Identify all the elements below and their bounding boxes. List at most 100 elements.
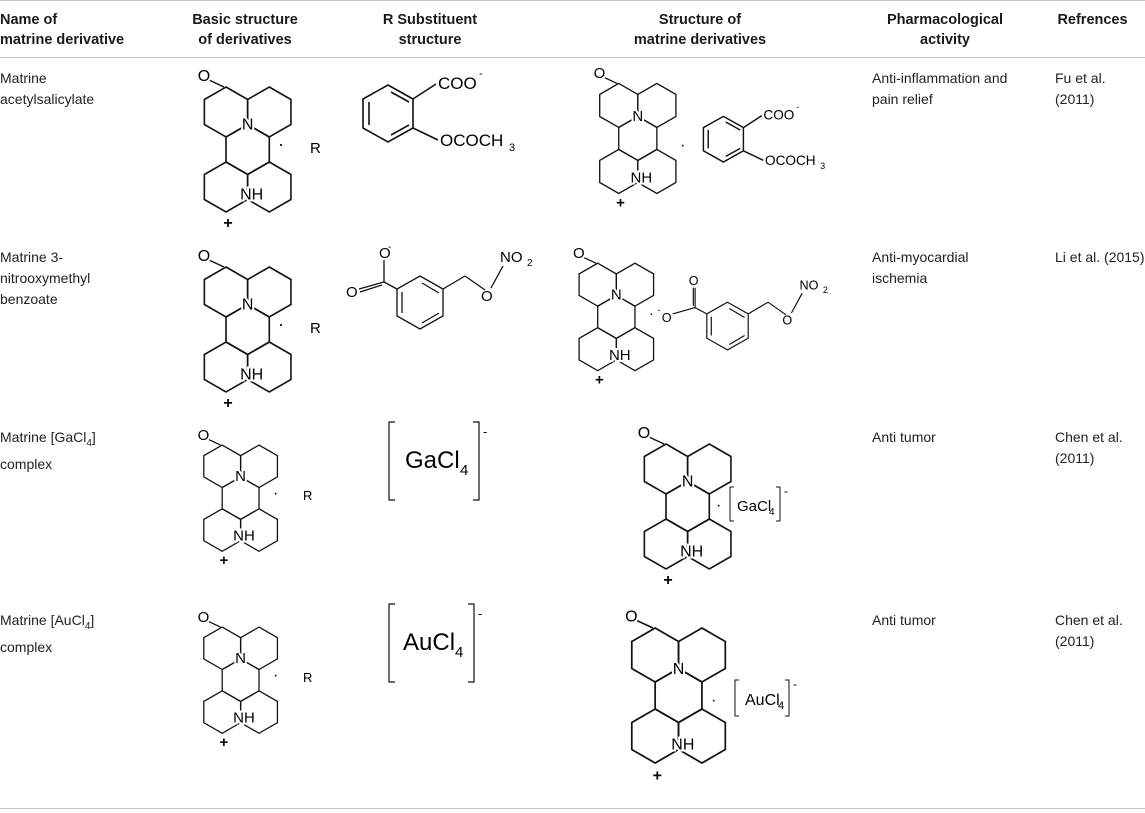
carbonyl-o-label: O	[198, 427, 210, 444]
dot-label: ·	[278, 134, 284, 154]
carbonyl-bond	[207, 438, 221, 446]
carboxylate-o-label: O	[662, 311, 672, 325]
ring-bond	[630, 627, 680, 684]
n-label: N	[682, 474, 694, 491]
row2-basic-structure-diagram: O N NH + · R	[196, 246, 321, 414]
gacl-sub: 4	[769, 507, 775, 518]
ring-bond	[246, 161, 292, 213]
coo-label: COO	[438, 74, 477, 93]
ococh3-sub: 3	[509, 142, 515, 154]
nh-label: NH	[630, 169, 652, 186]
row1-derivative-diagram: O N NH + · COO - OCOCH 3	[592, 63, 826, 213]
no2-label: NO	[500, 249, 523, 266]
ring-bond	[239, 508, 279, 553]
aucl-charge: -	[478, 606, 482, 621]
no2-sub: 2	[823, 285, 828, 295]
ring-bond	[246, 341, 292, 393]
plus-label: +	[653, 767, 662, 784]
header-references: Refrences	[1057, 12, 1128, 28]
carbonyl-bond	[208, 259, 225, 268]
plus-label: +	[220, 734, 229, 751]
n-label: N	[242, 297, 254, 314]
dot-label: ·	[680, 137, 685, 154]
ococh3-label: OCOCH	[440, 131, 503, 150]
carbonyl-o-label: O	[638, 425, 650, 442]
dot-label: ·	[273, 667, 278, 684]
matrine-core-skeleton	[643, 436, 732, 570]
no2-sub: 2	[527, 258, 533, 269]
carbonyl-bond	[208, 79, 225, 88]
row3-activity: Anti tumor	[872, 429, 936, 445]
carbonyl-o-label: O	[689, 274, 699, 288]
row4-reference: Chen et al.(2011)	[1055, 612, 1123, 649]
row3-derivative-diagram: O N NH + · GaCl 4 -	[636, 423, 788, 591]
carbonyl-o-label: O	[573, 245, 585, 262]
ester-o-label: O	[481, 288, 493, 305]
ring-bond	[615, 262, 655, 307]
row2-reference: Li et al. (2015)	[1055, 249, 1145, 265]
row4-basic-structure-diagram: O N NH + · R	[196, 607, 313, 753]
header-bottom-rule	[0, 57, 1145, 58]
plus-label: +	[223, 395, 232, 412]
ring-bond	[239, 690, 279, 735]
n-label: N	[673, 661, 685, 678]
row3-substituent-diagram: GaCl 4 -	[388, 421, 487, 501]
r-label: R	[310, 140, 321, 157]
row1-substituent-diagram: COO - OCOCH 3	[362, 68, 515, 154]
ring-bond	[677, 708, 727, 765]
plus-label: +	[616, 195, 625, 212]
carboxylate-charge: -	[657, 305, 660, 315]
ring-bond	[686, 443, 732, 495]
aucl-label: AuCl	[403, 629, 455, 656]
row4-name: Matrine [AuCl4] complex	[0, 612, 95, 655]
r-label: R	[303, 670, 312, 685]
ring-bond	[239, 626, 279, 671]
matrine-core-skeleton	[203, 620, 279, 735]
row4-derivative-diagram: O N NH + · AuCl 4 -	[623, 607, 797, 787]
aucl-sub: 4	[455, 644, 463, 661]
carbonyl-o-label: O	[625, 609, 637, 626]
n-label: N	[235, 468, 246, 485]
nitrooxymethyl-benzoate-fragment: O O - O NO 2	[657, 274, 828, 351]
row4-activity: Anti tumor	[872, 612, 936, 628]
aucl-label: AuCl	[745, 692, 780, 709]
row4-substituent-diagram: AuCl 4 -	[388, 603, 482, 683]
nh-label: NH	[240, 187, 263, 204]
row2-substituent-diagram: O - O O NO 2	[346, 242, 533, 330]
row1-reference: Fu et al.(2011)	[1055, 70, 1106, 107]
coo-charge: -	[479, 68, 483, 80]
plus-label: +	[223, 215, 232, 232]
plus-label: +	[663, 572, 672, 589]
carboxylate-o-label: O	[379, 245, 391, 262]
nh-label: NH	[680, 544, 703, 561]
nh-label: NH	[240, 367, 263, 384]
gacl-charge: -	[784, 484, 788, 498]
matrine-core-skeleton	[599, 76, 677, 195]
nh-label: NH	[671, 737, 694, 754]
ring-bond	[246, 86, 292, 138]
acetylsalicylate-fragment: COO - OCOCH 3	[702, 102, 825, 171]
gacl-sub: 4	[460, 462, 468, 479]
ring-bond	[239, 444, 279, 489]
matrine-core-skeleton	[203, 259, 292, 393]
carbonyl-o-label: O	[198, 248, 210, 265]
ring-bond	[637, 82, 677, 129]
matrine-core-skeleton	[578, 256, 655, 372]
carbonyl-bond	[582, 256, 597, 264]
dot-label: ·	[716, 497, 721, 514]
ring-bond	[615, 326, 655, 372]
coo-charge: -	[796, 102, 799, 112]
matrine-core-skeleton	[203, 79, 292, 213]
ester-o-label: O	[782, 314, 792, 328]
nh-label: NH	[609, 347, 631, 364]
n-label: N	[242, 117, 254, 134]
ring-bond	[637, 148, 677, 195]
ring-bond	[677, 627, 727, 684]
nh-label: NH	[233, 528, 255, 545]
